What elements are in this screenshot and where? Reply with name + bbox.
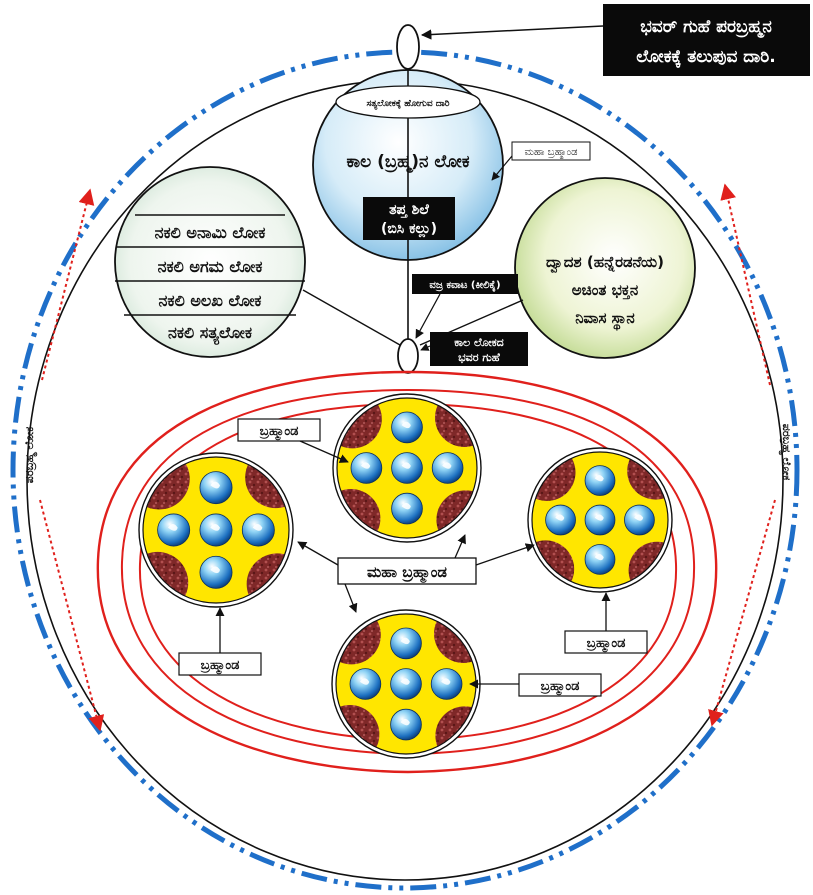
kaal-cave-line1: ಕಾಲ ಲೋಕದ: [454, 336, 504, 349]
dwadash-line3: ನಿವಾಸ ಸ್ಥಾನ: [575, 309, 635, 330]
brahmanda-circle-3: [527, 447, 673, 593]
fake-loka-4: ನಕಲಿ ಸತ್ಯಲೋಕ: [168, 323, 252, 345]
brahmanda-label-2: ಬ್ರಹ್ಮಾಂಡ: [200, 658, 239, 675]
brahmanda-label-1: ಬ್ರಹ್ಮಾಂಡ: [259, 424, 298, 441]
globe-highlight: [555, 514, 565, 521]
globe-highlight: [210, 481, 221, 489]
maha-brahmanda-tag-box: [511, 141, 591, 161]
maha-brahmanda-tag-arrow: [491, 155, 513, 181]
globe-highlight: [360, 678, 370, 685]
red-ring-outer: [96, 370, 718, 774]
brahmanda-circle-2: [332, 393, 482, 543]
top-label-box: [603, 4, 810, 76]
globe-highlight: [168, 523, 178, 531]
red-arrow-left-up: [41, 188, 95, 381]
kaal-inner-text: ಸತ್ಯಲೋಕಕ್ಕೆ ಹೋಗುವ ದಾರಿ: [366, 98, 449, 111]
brahmanda-label-box-1: [237, 418, 321, 442]
top-label-line1: ಭವರ್ ಗುಹೆ ಪರಬ್ರಹ್ಮನ: [640, 17, 772, 39]
top-label-line2: ಲೋಕಕ್ಕೆ ತಲುಪುವ ದಾರಿ.: [636, 47, 775, 68]
red-arrow-left-down: [39, 499, 105, 732]
maha-center-text: ಮಹಾ ಬ್ರಹ್ಮಾಂಡ: [367, 563, 447, 584]
vajra-box: [412, 274, 518, 294]
kaal-cave-line2: ಭವರ ಗುಹೆ: [458, 351, 500, 364]
fake-loka-2: ನಕಲಿ ಅಗಮ ಲೋಕ: [158, 257, 263, 276]
tapta-shile-line1: ತಪ್ತ ಶಿಲೆ: [389, 202, 429, 219]
globe-highlight: [594, 514, 604, 521]
brahmanda-label-box-4: [518, 673, 602, 697]
globe-highlight: [400, 718, 410, 726]
rock-blob: [435, 398, 477, 448]
top-label-arrow: [420, 25, 604, 40]
rock-blob: [246, 553, 289, 603]
rock-blob: [337, 489, 381, 538]
dwadash-line2: ಅಚಿಂತ ಭಕ್ತನ: [572, 281, 638, 300]
brahmanda-arrow-1: [299, 440, 349, 463]
brahmanda-label-4: ಬ್ರಹ್ಮಾಂಡ: [540, 679, 579, 696]
side-label-right: ಪರಬ್ರಹ್ಮ ಲೋಕ: [779, 424, 793, 481]
globe-highlight: [594, 474, 604, 482]
maha-arrow-right: [475, 543, 535, 566]
rock-blob: [245, 457, 289, 509]
brahmanda-label-3: ಬ್ರಹ್ಮಾಂಡ: [586, 636, 625, 653]
globe-highlight: [400, 678, 410, 685]
maha-arrow-up: [454, 534, 466, 559]
brahmanda-circle-4: [331, 609, 481, 759]
dwadash-line1: ದ್ವಾದಶ (ಹನ್ನೆರಡನೆಯ): [546, 253, 664, 274]
kaal-inner-ellipse: [335, 85, 481, 119]
globe-highlight: [361, 462, 371, 469]
globe-highlight: [401, 502, 411, 510]
fake-connector: [302, 289, 401, 346]
kaal-main-title: ಕಾಲ (ಬ್ರಹ್ಮ)ನ ಲೋಕ: [347, 152, 470, 174]
fake-loka-1: ನಕಲಿ ಅನಾಮಿ ಲೋಕ: [155, 223, 266, 242]
globe-highlight: [400, 637, 410, 645]
vajra-arrow: [415, 293, 441, 339]
top-cave-ellipse: [396, 24, 420, 70]
rock-blob: [434, 614, 476, 663]
rock-blob: [532, 540, 575, 588]
kaal-cave-label-arrow: [420, 343, 431, 351]
globe-highlight: [442, 462, 452, 469]
maha-arrow-left: [297, 541, 339, 566]
rock-blob: [628, 541, 668, 588]
tapta-shile-line2: (ಬಿಸಿ ಕಲ್ಲು): [381, 221, 437, 238]
globe-highlight: [594, 553, 604, 561]
red-arrow-right-up: [720, 183, 771, 386]
tapta-shile-box: [363, 197, 455, 240]
rock-blob: [336, 705, 380, 754]
globe-highlight: [441, 678, 451, 685]
dwadash-circle: [514, 177, 696, 359]
side-label-left: ಪರಬ್ರಹ್ಮ ಲೋಕ: [23, 427, 37, 484]
fake-loka-3: ನಕಲಿ ಅಲಖ ಲೋಕ: [158, 291, 261, 310]
globe-highlight: [252, 523, 263, 531]
maha-center-box: [337, 557, 477, 585]
maha-brahmanda-tag-text: ಮಹಾ ಬ್ರಹ್ಮಾಂಡ: [525, 147, 578, 159]
vajra-text: ವಜ್ರ ಕವಾಟ (ಕೀಲಿಕೈ): [429, 280, 500, 292]
globe-highlight: [401, 462, 411, 469]
red-arrow-right-down: [708, 499, 776, 727]
kaal-cave-label-box: [430, 332, 528, 366]
globe-highlight: [210, 566, 221, 574]
kaal-cave-ellipse: [397, 338, 419, 374]
rock-blob: [143, 551, 189, 603]
globe-highlight: [210, 523, 221, 531]
rock-blob: [436, 490, 477, 538]
outer-blue-orbit: [10, 49, 800, 891]
globe-highlight: [401, 421, 411, 429]
globe-highlight: [634, 514, 644, 521]
maha-arrow-down: [344, 583, 358, 613]
